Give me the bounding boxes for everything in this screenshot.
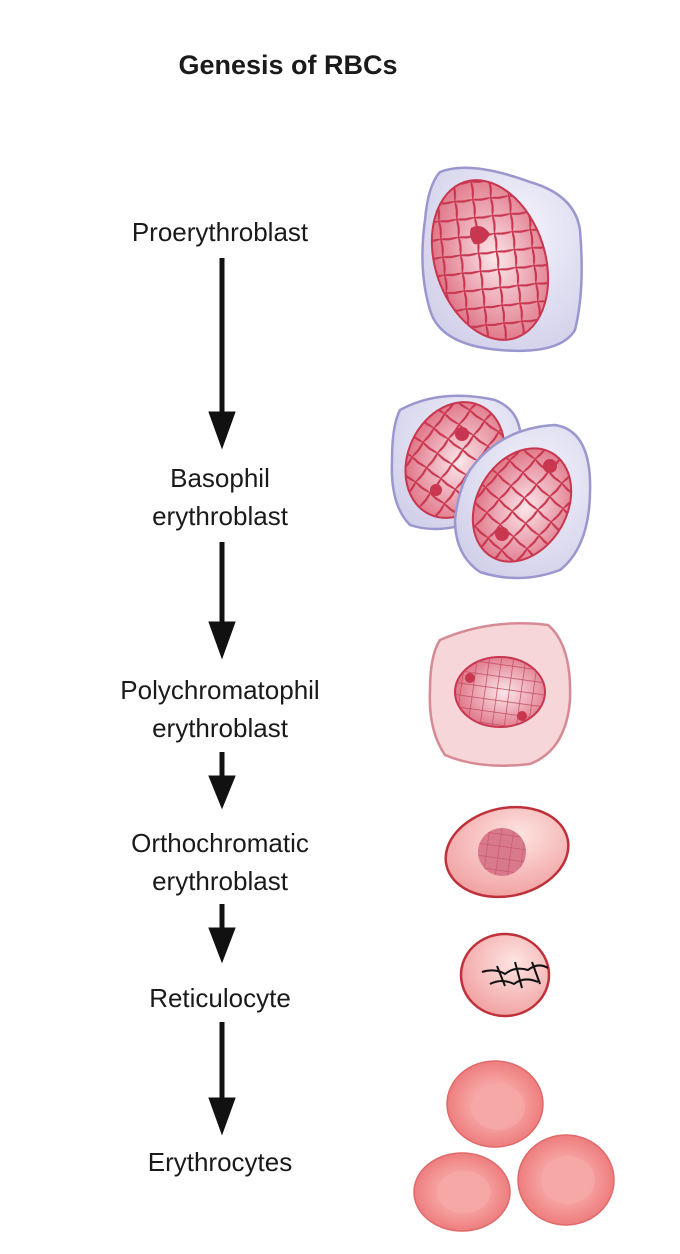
diagram-title: Genesis of RBCs [178,50,398,80]
label-line: Reticulocyte [149,983,291,1013]
stage-label-reticulocyte: Reticulocyte [60,979,380,1017]
proerythroblast-cell [421,166,583,353]
arrow-2 [208,542,236,660]
erythrocytes-cells [413,1060,615,1232]
stage-label-proerythroblast: Proerythroblast [60,213,380,251]
orthochromatic-erythroblast-cell [444,805,570,899]
stage-label-orthochromatic-erythroblast: Orthochromatic erythroblast [60,824,380,900]
label-line: erythroblast [152,866,288,896]
basophil-erythroblast-cells [390,394,592,580]
label-line: erythroblast [152,501,288,531]
polychromatophil-erythroblast-cell [428,622,572,767]
erythrocyte [413,1152,511,1232]
stage-label-erythrocytes: Erythrocytes [60,1143,380,1181]
label-line: Basophil [170,463,270,493]
label-line: Polychromatophil [120,675,320,705]
arrow-5 [208,1022,236,1136]
arrow-1 [208,258,236,450]
stage-label-basophil-erythroblast: Basophil erythroblast [60,459,380,535]
label-line: Orthochromatic [131,828,309,858]
arrow-3 [208,752,236,810]
erythrocyte [446,1060,544,1148]
label-line: Erythrocytes [147,1147,293,1177]
label-line: Proerythroblast [131,217,309,247]
arrow-4 [208,904,236,964]
erythrocyte [517,1134,615,1226]
reticulocyte-cell [459,932,551,1018]
label-line: erythroblast [152,713,288,743]
stage-label-polychromatophil-erythroblast: Polychromatophil erythroblast [60,671,380,747]
